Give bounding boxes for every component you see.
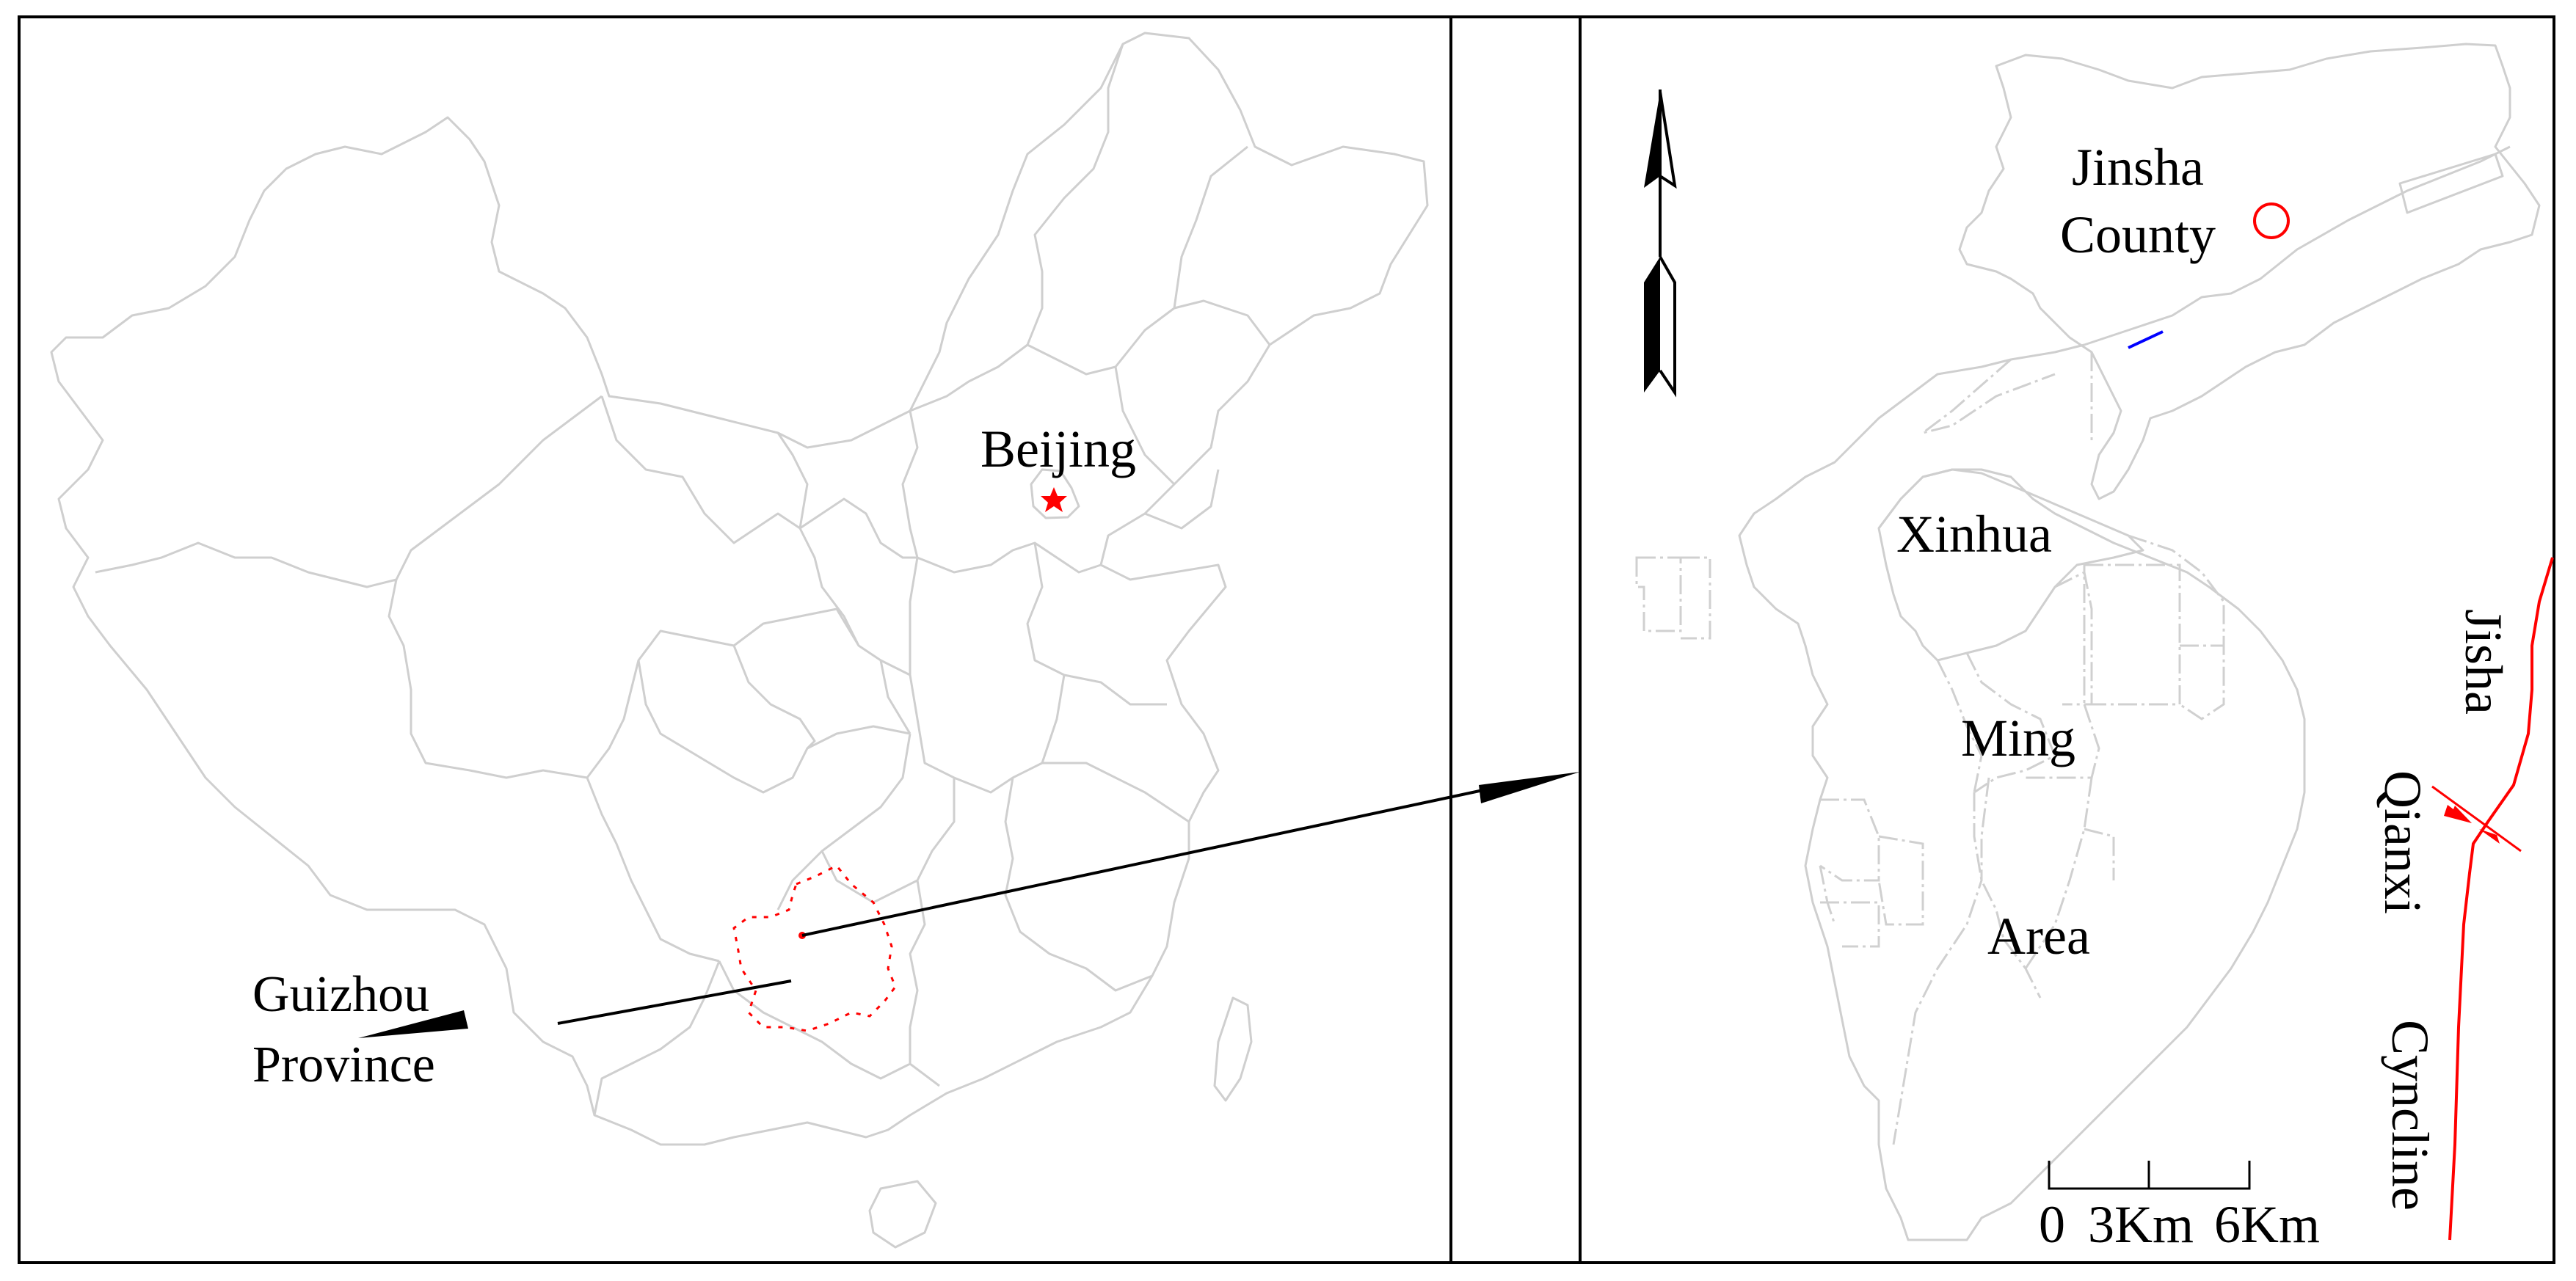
taiwan-outline [1213,996,1253,1102]
beijing-label: Beijing [980,420,1136,478]
river-segment [2128,330,2164,349]
detail-link-arrow [801,772,1580,937]
figure-frame [18,15,2555,1264]
guizhou-label-line1: Guizhou [252,966,429,1023]
syncline-label-word2: Qianxi [2373,770,2432,914]
scale-tick-0: 0 [2039,1195,2065,1254]
jinsha-inner-boundary [2084,145,2511,346]
syncline-axis [2431,557,2554,1241]
jinsha-county-outline [1958,43,2541,500]
jinsha-label-line1: Jinsha [2072,138,2204,197]
hainan-outline [868,1180,937,1249]
study-area-map: Jinsha County Xinhua Ming Area Jisha Qia… [1635,43,2554,1254]
china-outline [50,32,1429,1146]
scale-tick-3km: 3Km [2088,1195,2194,1254]
province-boundaries [95,43,1271,1116]
outer-border [18,15,2555,1264]
county-seat-circle-icon [2253,202,2290,239]
syncline-label-word3: Cyncline [2381,1020,2439,1211]
beijing-boundary [1030,468,1080,519]
china-map: Beijing Guizhou Province [50,32,1580,1249]
xinhua-label: Xinhua [1896,505,2052,563]
jinsha-label-line2: County [2060,205,2216,264]
guizhou-outline [732,864,897,1032]
ming-label: Ming [1961,709,2075,767]
district-boundaries-dashed [1635,352,2225,1145]
beijing-star-icon [1041,487,1067,512]
guizhou-pointer-arrow [358,979,792,1038]
guizhou-label-line2: Province [252,1037,435,1093]
syncline-label-word1: Jisha [2454,609,2513,715]
scale-bar: 0 3Km 6Km [2039,1161,2320,1254]
scale-tick-6km: 6Km [2214,1195,2320,1254]
study-area-outline [1738,343,2306,1241]
area-label: Area [1987,907,2090,966]
north-arrow-icon [1644,90,1677,398]
